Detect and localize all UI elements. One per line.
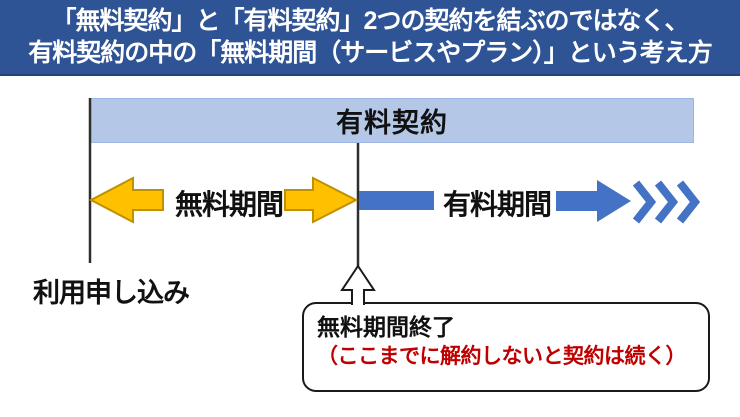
free-period-right-arrow-icon bbox=[284, 176, 359, 224]
signup-label: 利用申し込み bbox=[33, 278, 190, 308]
paid-period-arrow-icon bbox=[556, 180, 631, 222]
free-period-label: 無料期間 bbox=[174, 189, 284, 220]
paid-period-bar-segment bbox=[359, 191, 434, 210]
paid-period-label: 有料期間 bbox=[442, 189, 552, 220]
free-period-left-arrow-icon bbox=[88, 176, 164, 224]
title-line-2: 有料契約の中の「無料期間（サービスやプラン）」という考え方 bbox=[28, 39, 713, 67]
callout-box: 無料期間終了 （ここまでに解約しないと契約は続く） bbox=[302, 302, 710, 392]
triple-chevron-right-icon bbox=[632, 180, 701, 224]
title-banner: 「無料契約」と「有料契約」2つの契約を結ぶのではなく、 有料契約の中の「無料期間… bbox=[0, 0, 740, 76]
callout-warning: （ここまでに解約しないと契約は続く） bbox=[317, 345, 687, 368]
up-arrow-callout-pointer-icon bbox=[340, 264, 376, 305]
paid-contract-bar: 有料契約 bbox=[90, 98, 694, 143]
paid-contract-bar-label: 有料契約 bbox=[336, 108, 448, 138]
callout-title: 無料期間終了 bbox=[317, 314, 455, 340]
title-line-1: 「無料契約」と「有料契約」2つの契約を結ぶのではなく、 bbox=[51, 7, 690, 35]
